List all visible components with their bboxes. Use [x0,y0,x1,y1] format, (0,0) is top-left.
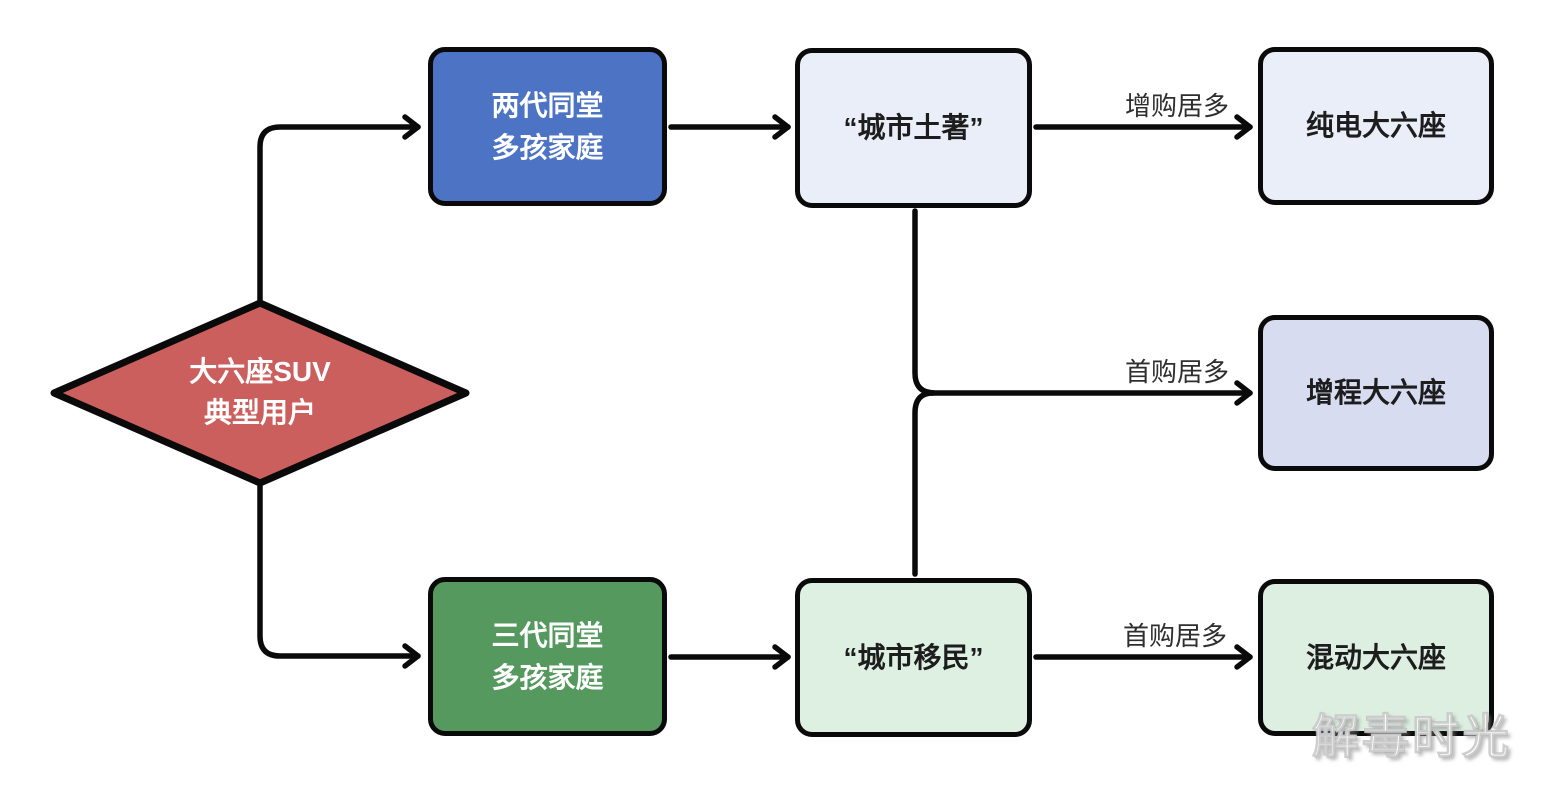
node-city-migrants: “城市移民” [795,578,1032,737]
two-gen-label-line2: 多孩家庭 [491,131,604,163]
edge-root-to-two-gen [257,114,421,303]
edge-label-merge-to-range-extender: 首购居多 [1124,357,1229,387]
node-root-diamond: 大六座SUV 典型用户 [110,350,410,436]
city-natives-label: “城市土著” [843,112,984,143]
node-three-gen-family: 三代同堂 多孩家庭 [428,577,667,736]
edge-label-migrants-to-hybrid: 首购居多 [1122,621,1227,651]
edge-root-to-three-gen [257,483,421,669]
node-two-gen-family: 两代同堂 多孩家庭 [428,47,667,206]
node-range-extender-six-seater: 增程大六座 [1258,315,1494,471]
hybrid-label: 混动大六座 [1305,641,1446,673]
three-gen-label-line2: 多孩家庭 [491,661,604,693]
edge-label-natives-to-pure-ev: 增购居多 [1124,91,1229,121]
node-pure-ev-six-seater: 纯电大六座 [1258,47,1494,205]
range-extender-label: 增程大六座 [1305,377,1446,408]
city-migrants-label: “城市移民” [843,641,984,673]
three-gen-label-line1: 三代同堂 [491,619,604,651]
root-label-line1: 大六座SUV [189,356,331,388]
watermark-text: 解毒时光 [1312,710,1512,764]
edge-migrants-to-range-extender [912,390,936,577]
node-hybrid-six-seater: 混动大六座 [1258,579,1494,736]
root-label-line2: 典型用户 [203,397,316,428]
pure-ev-label: 纯电大六座 [1305,110,1446,141]
node-city-natives: “城市土著” [795,48,1032,208]
root-diamond-shape [50,299,470,487]
two-gen-label-line1: 两代同堂 [491,89,604,121]
